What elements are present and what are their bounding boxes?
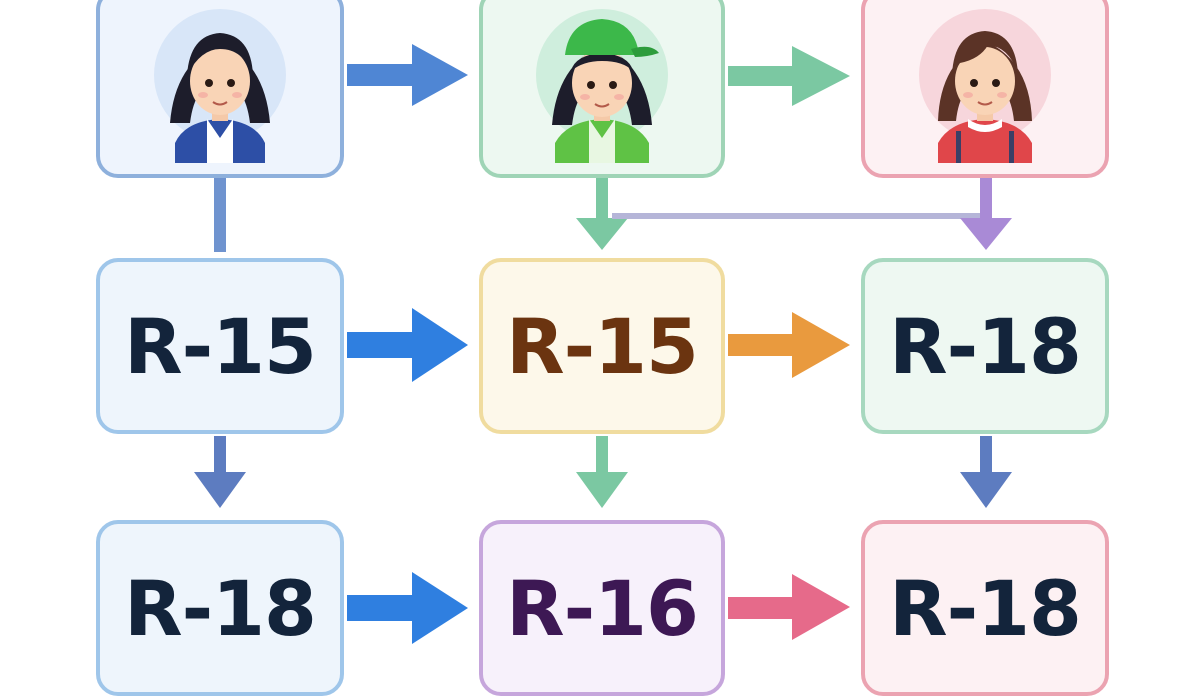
rating-code: R-18 bbox=[124, 563, 317, 653]
arrow-top-left-to-top-mid bbox=[347, 44, 468, 106]
rating-node-bottom-left: R-18 bbox=[96, 520, 344, 696]
person-avatar-icon bbox=[154, 9, 286, 163]
rating-code: R-16 bbox=[506, 563, 699, 653]
person-node-top-left bbox=[96, 0, 344, 178]
connector-mid-to-right bbox=[612, 213, 988, 219]
arrow-mid-mid-to-mid-right bbox=[728, 312, 850, 378]
rating-code: R-18 bbox=[889, 563, 1082, 653]
arrow-top-mid-to-top-right bbox=[728, 46, 850, 106]
arrow-top-right-down bbox=[960, 178, 1012, 250]
flow-diagram: R-15 R-15 R-18 R-18 R-16 R-18 bbox=[96, 0, 1109, 696]
person-avatar-icon bbox=[919, 9, 1051, 163]
arrow-mid-mid-down bbox=[576, 436, 628, 508]
rating-code: R-15 bbox=[124, 301, 317, 391]
connector-layer bbox=[194, 44, 1012, 644]
person-node-top-mid bbox=[479, 0, 725, 178]
rating-node-mid-left: R-15 bbox=[96, 258, 344, 434]
rating-node-mid-right: R-18 bbox=[861, 258, 1109, 434]
arrow-bottom-left-to-bottom-mid bbox=[347, 572, 468, 644]
rating-node-bottom-right: R-18 bbox=[861, 520, 1109, 696]
line-top-left-down bbox=[214, 178, 226, 252]
rating-code: R-18 bbox=[889, 301, 1082, 391]
rating-node-mid-mid: R-15 bbox=[479, 258, 725, 434]
rating-code: R-15 bbox=[506, 301, 699, 391]
arrow-mid-right-down bbox=[960, 436, 1012, 508]
arrow-mid-left-down bbox=[194, 436, 246, 508]
rating-node-bottom-mid: R-16 bbox=[479, 520, 725, 696]
person-node-top-right bbox=[861, 0, 1109, 178]
person-avatar-icon bbox=[536, 9, 668, 163]
arrow-bottom-mid-to-bottom-right bbox=[728, 574, 850, 640]
arrow-mid-left-to-mid-mid bbox=[347, 308, 468, 382]
arrow-top-mid-down bbox=[576, 178, 628, 250]
